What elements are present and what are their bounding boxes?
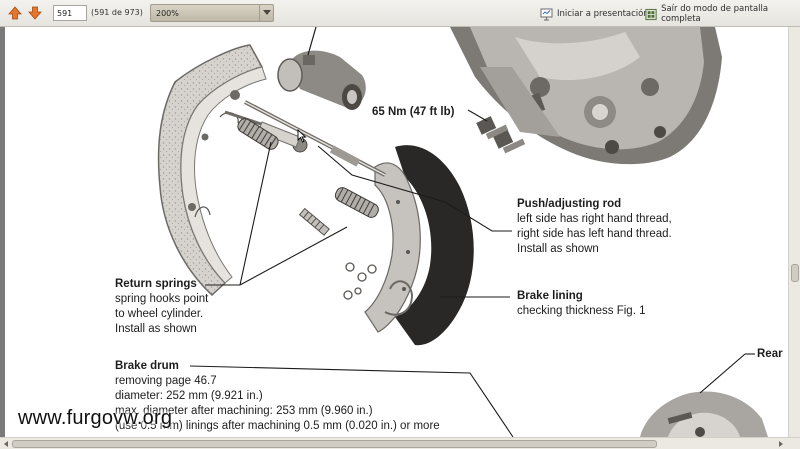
rear-drum-drawing xyxy=(640,391,768,437)
vertical-scrollbar[interactable] xyxy=(788,27,800,437)
page-count-label: (591 de 973) xyxy=(91,8,143,17)
start-presentation-button[interactable]: Iniciar a presentación xyxy=(540,6,649,22)
return-springs-title: Return springs xyxy=(115,278,197,290)
watermark-text: www.furgovw.org xyxy=(18,407,173,429)
brake-drum-line2: diameter: 252 mm (9.921 in.) xyxy=(115,390,263,402)
exit-fullscreen-icon xyxy=(645,8,657,20)
push-rod-callout: Push/adjusting rod left side has right h… xyxy=(517,197,672,257)
brake-drum-callout: Brake drum removing page 46.7 diameter: … xyxy=(115,359,440,434)
zoom-select[interactable]: 200% xyxy=(150,4,274,22)
arrow-up-icon xyxy=(8,6,22,20)
next-page-button[interactable] xyxy=(28,6,42,20)
horizontal-scrollbar[interactable] xyxy=(0,437,800,449)
push-rod-line3: Install as shown xyxy=(517,243,599,255)
document-left-edge xyxy=(0,27,5,437)
exit-fullscreen-label: Saír do modo de pantalla completa xyxy=(661,4,769,24)
brake-drum-line4: (use 0.5 mm) linings after machining 0.5… xyxy=(115,420,440,432)
zoom-value: 200% xyxy=(156,9,179,18)
horizontal-scroll-thumb[interactable] xyxy=(12,440,657,448)
backing-plate-drawing xyxy=(450,27,722,165)
mouse-pointer-icon xyxy=(297,129,307,143)
brake-drum-line1: removing page 46.7 xyxy=(115,375,217,387)
previous-page-button[interactable] xyxy=(8,6,22,20)
scroll-left-icon[interactable] xyxy=(1,439,11,449)
document-page[interactable]: 65 Nm (47 ft lb) Push/adjusting rod left… xyxy=(0,27,788,437)
scroll-right-icon[interactable] xyxy=(776,439,786,449)
start-presentation-label: Iniciar a presentación xyxy=(557,9,649,19)
wheel-cylinder-drawing xyxy=(277,27,366,110)
return-springs-callout: Return springs spring hooks point to whe… xyxy=(115,277,208,337)
page-number-input[interactable] xyxy=(53,5,87,21)
return-springs-line3: Install as shown xyxy=(115,323,197,335)
rear-label: Rear xyxy=(757,348,783,360)
torque-label: 65 Nm (47 ft lb) xyxy=(372,106,455,118)
mounting-bolts-drawing xyxy=(476,116,526,154)
vertical-scroll-thumb[interactable] xyxy=(791,264,799,282)
brake-lining-line1: checking thickness Fig. 1 xyxy=(517,305,646,317)
return-springs-line2: to wheel cylinder. xyxy=(115,308,204,320)
push-rod-drawing xyxy=(224,100,386,177)
viewer-toolbar: (591 de 973) 200% Iniciar a presentación… xyxy=(0,0,800,27)
brake-assembly-illustration xyxy=(157,27,768,437)
brake-drum-title: Brake drum xyxy=(115,360,179,372)
return-springs-drawing xyxy=(237,118,379,236)
brake-lining-callout: Brake lining checking thickness Fig. 1 xyxy=(517,289,645,319)
push-rod-title: Push/adjusting rod xyxy=(517,198,622,210)
chevron-down-icon[interactable] xyxy=(259,5,273,21)
push-rod-line2: right side has left hand thread. xyxy=(517,228,672,240)
exit-fullscreen-button[interactable]: Saír do modo de pantalla completa xyxy=(645,4,800,24)
right-brake-shoe-drawing xyxy=(364,145,474,346)
brake-lining-title: Brake lining xyxy=(517,290,583,302)
push-rod-line1: left side has right hand thread, xyxy=(517,213,672,225)
arrow-down-icon xyxy=(28,6,42,20)
left-brake-shoe-drawing xyxy=(157,44,267,297)
presentation-icon xyxy=(540,8,553,20)
retainer-parts-drawing xyxy=(343,262,377,300)
return-springs-line1: spring hooks point xyxy=(115,293,209,305)
callout-leader-lines xyxy=(189,109,755,437)
brake-drum-line3: max. diameter after machining: 253 mm (9… xyxy=(115,405,373,417)
